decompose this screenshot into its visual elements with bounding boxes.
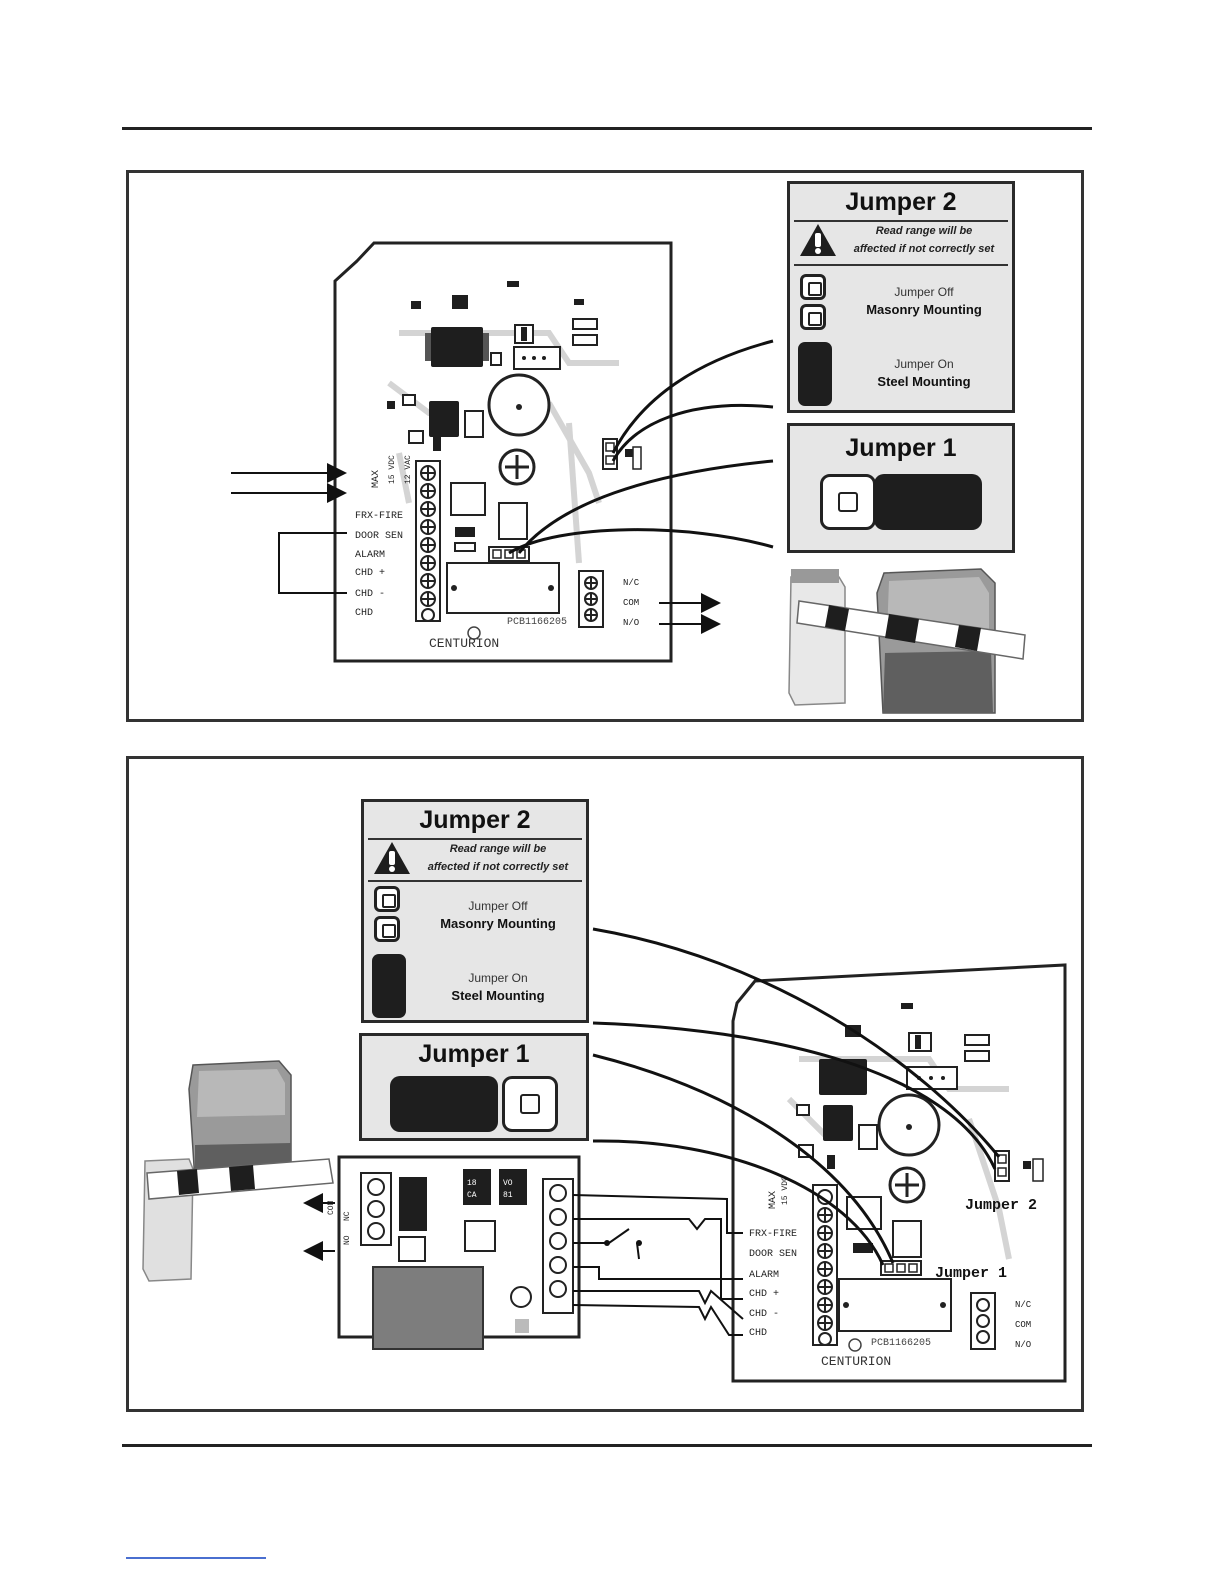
jumper2-warning-line2: affected if not correctly set xyxy=(427,861,569,873)
terminal-label-chd-plus: CHD + xyxy=(355,568,385,579)
jumper2-on-label: Jumper On xyxy=(468,971,528,985)
jumper2-off-label: Jumper Off xyxy=(894,285,954,299)
inter-board-wiring xyxy=(572,1194,744,1336)
relay-label-nc: N/C xyxy=(623,578,640,588)
relay-label-com: COM xyxy=(1015,1320,1031,1330)
jumper2-info-box: Jumper 2 Read range will be affected if … xyxy=(361,799,589,1023)
jumper2-title: Jumper 2 xyxy=(419,806,531,834)
board-components xyxy=(387,281,598,451)
relay-output-terminal xyxy=(970,1292,996,1350)
barrier-gate-illustration xyxy=(142,1060,334,1282)
terminal-label-max: MAX xyxy=(371,470,382,488)
terminal-label-max: MAX xyxy=(768,1191,779,1209)
bottom-rule xyxy=(122,1444,1092,1447)
brand-logo: CENTURION xyxy=(821,1354,891,1369)
relay-output-terminal xyxy=(578,570,604,628)
relay xyxy=(838,1278,952,1332)
jumper2-off-pin-b xyxy=(374,916,400,942)
jumper2-warning-line1: Read range will be xyxy=(449,843,547,855)
callout-leaders xyxy=(592,927,1001,1266)
terminal-label-frx-fire: FRX-FIRE xyxy=(355,511,403,522)
jumper1-header xyxy=(880,1260,922,1276)
jumper1-off-pin xyxy=(820,474,876,530)
terminal-label-alarm: ALARM xyxy=(749,1270,779,1281)
contact-label-com: COM xyxy=(327,1200,336,1215)
jumper2-on-desc: Steel Mounting xyxy=(451,988,545,1003)
warning-icon xyxy=(800,224,836,256)
wiring-panel-bottom: Jumper 1 Jumper 2 xyxy=(126,756,1084,1412)
jumper1-off-pin xyxy=(502,1076,558,1132)
jumper1-header xyxy=(488,546,530,562)
terminal-label-12vac: 12 VAC xyxy=(404,455,413,484)
jumper2-warning-line2: affected if not correctly set xyxy=(853,243,995,255)
jumper2-off-label: Jumper Off xyxy=(468,899,528,913)
wiring-diagram-top: MAX 15 VDC 12 VAC FRX-FIRE DOOR SEN ALAR… xyxy=(231,241,1026,714)
top-rule xyxy=(122,127,1092,130)
relay-a-line1: 18 xyxy=(467,1179,477,1188)
relay-a-line2: CA xyxy=(467,1191,477,1200)
door-sensor-loop xyxy=(278,532,347,594)
relay-b-line1: VO xyxy=(503,1179,513,1188)
relay-label-com: COM xyxy=(623,598,639,608)
jumper2-off-pin-b xyxy=(800,304,826,330)
jumper2-on-pin xyxy=(798,342,832,406)
terminal-block xyxy=(812,1184,838,1346)
jumper1-info-box: Jumper 1 xyxy=(787,423,1015,553)
jumper2-header xyxy=(994,1150,1044,1182)
callout-leaders xyxy=(508,339,774,555)
terminal-label-frx-fire: FRX-FIRE xyxy=(749,1229,797,1240)
wiring-panel-top: MAX 15 VDC 12 VAC FRX-FIRE DOOR SEN ALAR… xyxy=(126,170,1084,722)
terminal-label-chd-minus: CHD - xyxy=(355,589,385,600)
terminal-label-door-sen: DOOR SEN xyxy=(355,531,403,542)
jumper2-off-pin-a xyxy=(374,886,400,912)
footer-link-underline xyxy=(126,1557,266,1559)
jumper2-warning-line1: Read range will be xyxy=(875,225,973,237)
jumper1-info-box: Jumper 1 xyxy=(359,1033,589,1141)
relay-b-line2: 81 xyxy=(503,1191,513,1200)
part-number: PCB1166205 xyxy=(507,617,567,628)
jumper2-on-desc: Steel Mounting xyxy=(877,374,971,389)
terminal-label-alarm: ALARM xyxy=(355,550,385,561)
jumper2-callout: Jumper 2 xyxy=(965,1197,1037,1214)
terminal-label-door-sen: DOOR SEN xyxy=(749,1249,797,1260)
wiring-diagram-bottom: Jumper 1 Jumper 2 xyxy=(142,927,1067,1383)
relay xyxy=(446,562,560,614)
jumper2-off-desc: Masonry Mounting xyxy=(440,916,556,931)
gate-controller-board: 18 CA VO 81 COM NC NO xyxy=(327,1155,581,1350)
jumper2-on-label: Jumper On xyxy=(894,357,954,371)
terminal-label-chd: CHD xyxy=(355,608,373,619)
terminal-label-chd-plus: CHD + xyxy=(749,1289,779,1300)
brand-logo: CENTURION xyxy=(429,636,499,651)
jumper1-on-pins xyxy=(874,474,982,530)
terminal-label-chd-minus: CHD - xyxy=(749,1309,779,1320)
jumper1-callout: Jumper 1 xyxy=(935,1265,1007,1282)
barrier-gate-illustration xyxy=(788,568,1026,714)
contact-label-nc: NC xyxy=(343,1211,352,1221)
jumper2-header xyxy=(602,438,642,470)
jumper2-off-pin-a xyxy=(800,274,826,300)
warning-icon xyxy=(374,842,410,874)
terminal-block xyxy=(415,460,441,622)
jumper1-title: Jumper 1 xyxy=(845,434,957,462)
part-number: PCB1166205 xyxy=(871,1338,931,1349)
board-components xyxy=(796,1003,990,1169)
jumper1-title: Jumper 1 xyxy=(418,1040,530,1068)
jumper2-on-pin xyxy=(372,954,406,1018)
terminal-label-15vdc: 15 VDC xyxy=(388,455,397,484)
jumper2-title: Jumper 2 xyxy=(845,188,957,216)
relay-label-nc: N/C xyxy=(1015,1300,1032,1310)
contact-label-no: NO xyxy=(343,1235,352,1245)
jumper1-on-pins xyxy=(390,1076,498,1132)
terminal-label-15vdc: 15 VDC xyxy=(781,1176,790,1205)
relay-label-no: N/O xyxy=(623,618,639,628)
jumper2-info-box: Jumper 2 Read range will be affected if … xyxy=(787,181,1015,413)
relay-label-no: N/O xyxy=(1015,1340,1031,1350)
terminal-label-chd: CHD xyxy=(749,1328,767,1339)
jumper2-off-desc: Masonry Mounting xyxy=(866,302,982,317)
